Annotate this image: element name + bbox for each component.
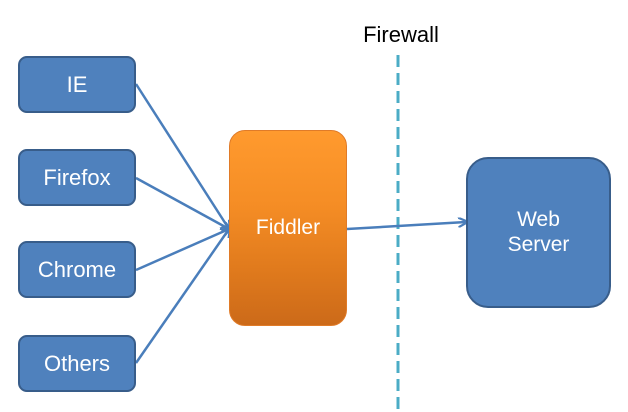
arrow-others-to-fiddler (134, 229, 229, 364)
web-server-box[interactable]: Web Server (466, 157, 611, 308)
arrow-chrome-to-fiddler (135, 229, 229, 272)
client-label-ie: IE (66, 71, 88, 97)
web-server-label: Web Server (507, 208, 570, 256)
client-label-chrome: Chrome (37, 256, 117, 282)
client-label-firefox: Firefox (43, 164, 111, 190)
client-box-others[interactable]: Others (18, 335, 136, 392)
client-box-ie[interactable]: IE (18, 56, 136, 113)
client-box-firefox[interactable]: Firefox (18, 149, 136, 206)
arrow-firefox-to-fiddler (135, 176, 229, 229)
fiddler-label: Fiddler (255, 215, 321, 239)
arrow-fiddler-to-server (346, 222, 466, 231)
firewall-label: Firewall (363, 22, 439, 47)
fiddler-proxy-box[interactable]: Fiddler (229, 130, 347, 326)
arrow-ie-to-fiddler (134, 83, 229, 229)
client-label-others: Others (43, 350, 111, 376)
client-box-chrome[interactable]: Chrome (18, 241, 136, 298)
